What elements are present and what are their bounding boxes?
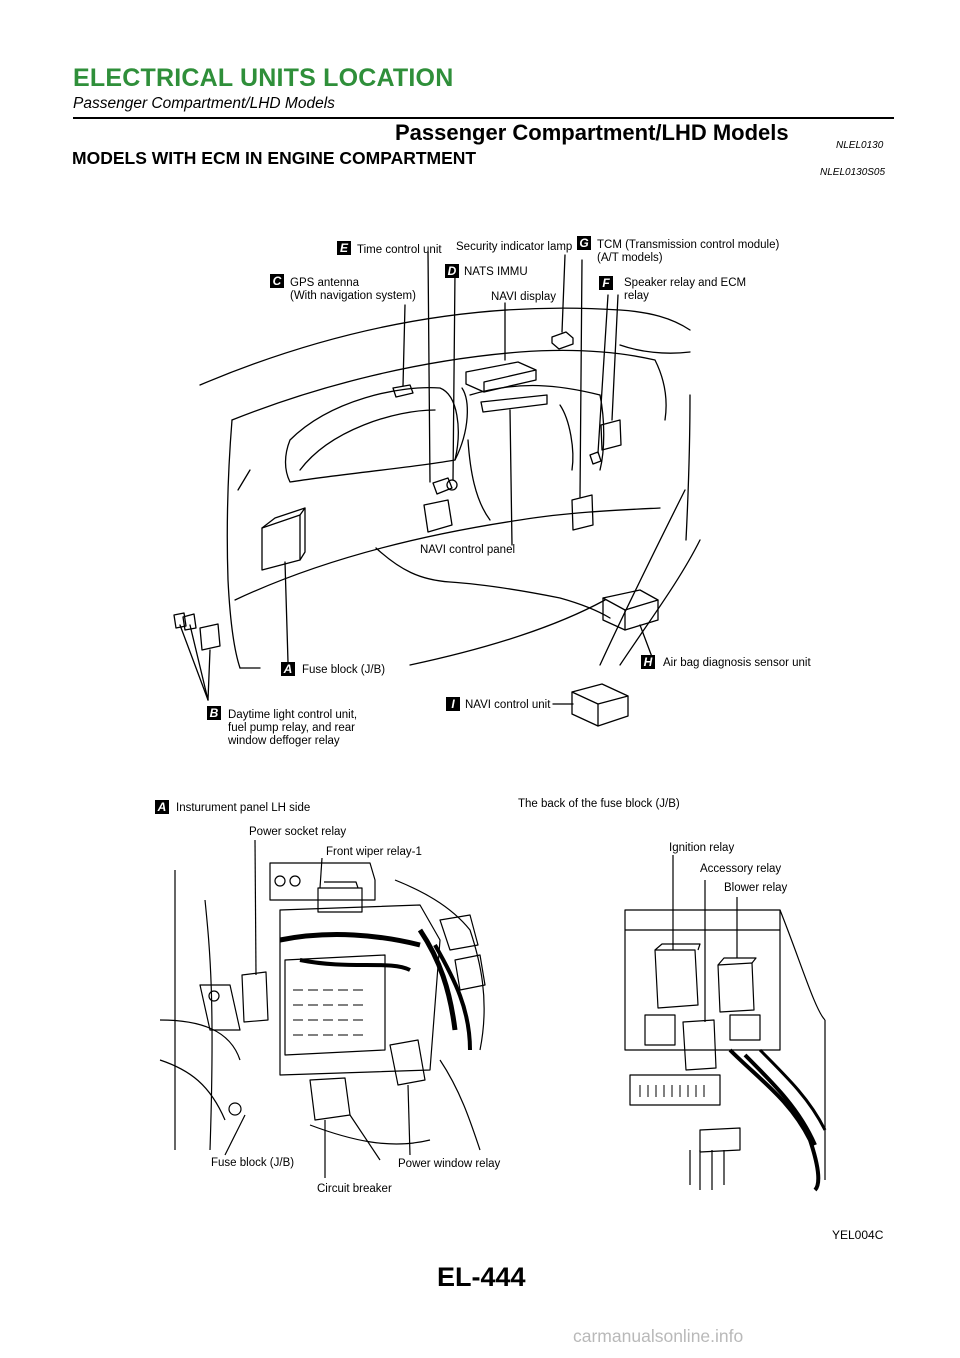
label-security-indicator-lamp: Security indicator lamp — [456, 241, 573, 253]
badge-c: C — [270, 274, 284, 288]
label-navi-control-panel: NAVI control panel — [420, 544, 516, 556]
label-ignition-relay: Ignition relay — [669, 842, 735, 854]
watermark: carmanualsonline.info — [573, 1326, 744, 1346]
section-title: Passenger Compartment/LHD Models — [395, 120, 789, 145]
dash-top-edge — [199, 307, 691, 386]
page-header-title: ELECTRICAL UNITS LOCATION — [73, 64, 454, 92]
cluster-hood — [284, 386, 459, 483]
header-divider — [73, 117, 894, 119]
label-fuse-block: Fuse block (J/B) — [302, 664, 386, 676]
fuse-block-back-illustration — [624, 855, 827, 1192]
navi-control-unit-shape — [571, 683, 629, 727]
label-back-of-fuse-block: The back of the fuse block (J/B) — [518, 798, 680, 810]
label-front-wiper-relay: Front wiper relay-1 — [326, 846, 422, 858]
label-accessory-relay: Accessory relay — [700, 863, 782, 875]
security-lamp-shape — [551, 331, 574, 350]
badge-f: F — [599, 276, 613, 290]
label-speaker-relay: Speaker relay and ECM relay — [624, 277, 747, 302]
label-gps-antenna: GPS antenna (With navigation system) — [290, 277, 416, 302]
label-tcm: TCM (Transmission control module) (A/T m… — [597, 239, 780, 264]
section-code: NLEL0130 — [836, 140, 884, 151]
label-instrument-panel-lh: Insturument panel LH side — [176, 802, 311, 814]
label-power-window-relay: Power window relay — [398, 1158, 501, 1170]
badge-g: G — [577, 236, 591, 250]
badge-h: H — [641, 655, 655, 669]
navi-control-panel-shape — [480, 394, 548, 413]
label-fuse-block-detail: Fuse block (J/B) — [211, 1157, 295, 1169]
label-time-control-unit: Time control unit — [357, 244, 442, 256]
figure-id: YEL004C — [832, 1228, 884, 1242]
nats-immu-shape — [432, 477, 453, 495]
page-number: EL-444 — [437, 1262, 526, 1292]
dash-lower-edge — [234, 507, 661, 601]
label-circuit-breaker: Circuit breaker — [317, 1183, 392, 1195]
speaker-relay-shape — [600, 419, 622, 451]
subsection-title: MODELS WITH ECM IN ENGINE COMPARTMENT — [72, 148, 477, 168]
dash-upper-surface — [231, 349, 667, 421]
instrument-panel-lh-illustration — [159, 839, 486, 1178]
dash-left-edge — [226, 419, 241, 669]
badge-e: E — [337, 241, 351, 255]
air-bag-unit-shape — [602, 589, 659, 631]
time-control-unit-shape — [423, 499, 453, 533]
badge-i: I — [446, 697, 460, 711]
label-daytime-light: Daytime light control unit, fuel pump re… — [228, 709, 358, 747]
label-air-bag-sensor: Air bag diagnosis sensor unit — [663, 657, 811, 669]
label-power-socket-relay: Power socket relay — [249, 826, 347, 838]
tcm-shape — [571, 494, 594, 531]
label-nats-immu: NATS IMMU — [464, 266, 528, 278]
gps-antenna-shape — [392, 384, 414, 398]
daytime-relay-1 — [173, 612, 187, 629]
label-blower-relay: Blower relay — [724, 882, 788, 894]
navi-display-shape — [465, 361, 537, 393]
badge-a-detail: A — [155, 800, 169, 814]
subsection-code: NLEL0130S05 — [820, 167, 886, 178]
label-navi-display: NAVI display — [491, 291, 556, 303]
badge-d: D — [445, 264, 459, 278]
label-navi-control-unit: NAVI control unit — [465, 699, 551, 711]
badge-b: B — [207, 706, 221, 720]
page-header-subtitle: Passenger Compartment/LHD Models — [73, 95, 335, 112]
badge-a: A — [281, 662, 295, 676]
